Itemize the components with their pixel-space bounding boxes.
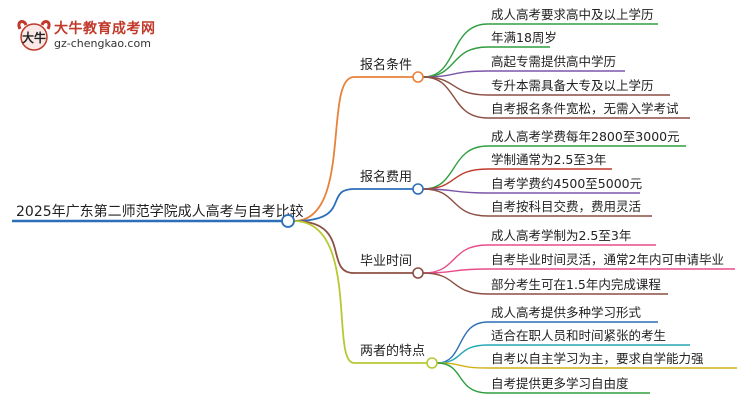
branch-label: 毕业时间 xyxy=(360,254,412,269)
leaf-item: 自考学费约4500至5000元 xyxy=(491,176,642,191)
leaf-item: 自考以自主学习为主，要求自学能力强 xyxy=(491,351,704,366)
leaf-connector xyxy=(436,321,489,364)
leaf-item: 学制通常为2.5至3年 xyxy=(491,152,606,167)
bull-logo-icon: 大牛 xyxy=(17,20,51,51)
branch-label: 两者的特点 xyxy=(360,343,425,359)
site-title: 大牛教育成考网 xyxy=(54,21,156,37)
leaf-item: 自考按科目交费，费用灵活 xyxy=(491,199,641,214)
branch-label: 报名条件 xyxy=(360,57,412,73)
leaf-connector xyxy=(436,344,489,364)
leaf-connector xyxy=(422,23,489,78)
root-node xyxy=(281,214,295,228)
leaf-connector xyxy=(422,145,489,190)
leaf-item: 成人高考学制为2.5至3年 xyxy=(491,228,631,243)
svg-text:大牛: 大牛 xyxy=(22,30,46,45)
leaf-item: 自考毕业时间灵活，通常2年内可申请毕业 xyxy=(491,252,724,267)
leaf-connector xyxy=(436,362,489,394)
leaf-item: 部分考生可在1.5年内完成课程 xyxy=(491,277,661,292)
branch-node xyxy=(412,267,424,279)
leaf-connector xyxy=(422,268,489,274)
leaf-item: 成人高考提供多种学习形式 xyxy=(491,305,642,320)
site-logo: 大牛 大牛教育成考网 gz-chengkao.com xyxy=(14,15,164,55)
leaf-connector xyxy=(422,272,489,295)
leaf-item: 成人高考要求高中及以上学历 xyxy=(491,7,654,22)
leaf-connector xyxy=(422,168,489,190)
leaf-item: 适合在职人员和时间紧张的考生 xyxy=(491,328,666,343)
branch-connector xyxy=(293,76,355,222)
leaf-connector xyxy=(422,76,489,119)
leaf-connector xyxy=(422,76,489,96)
branch-node xyxy=(412,183,424,195)
branch-node xyxy=(412,71,424,83)
leaf-connector xyxy=(422,46,489,78)
leaf-connector xyxy=(422,244,489,274)
leaf-connector xyxy=(422,188,489,217)
leaf-item: 自考报名条件宽松，无需入学考试 xyxy=(491,101,679,116)
leaf-item: 成人高考学费每年2800至3000元 xyxy=(491,129,680,144)
branch-connector xyxy=(293,188,355,222)
root-topic: 2025年广东第二师范学院成人高考与自考比较 xyxy=(16,203,304,220)
leaf-item: 专升本需具备大专及以上学历 xyxy=(491,78,654,93)
branch-node xyxy=(426,357,438,369)
leaf-connector xyxy=(422,70,489,78)
branch-connector xyxy=(293,220,355,364)
branch-connector xyxy=(293,220,355,274)
leaf-item: 自考提供更多学习自由度 xyxy=(491,376,629,391)
leaf-item: 高起专需提供高中学历 xyxy=(491,54,616,69)
site-url: gz-chengkao.com xyxy=(54,37,151,50)
branch-label: 报名费用 xyxy=(360,169,412,185)
leaf-item: 年满18周岁 xyxy=(491,30,557,45)
